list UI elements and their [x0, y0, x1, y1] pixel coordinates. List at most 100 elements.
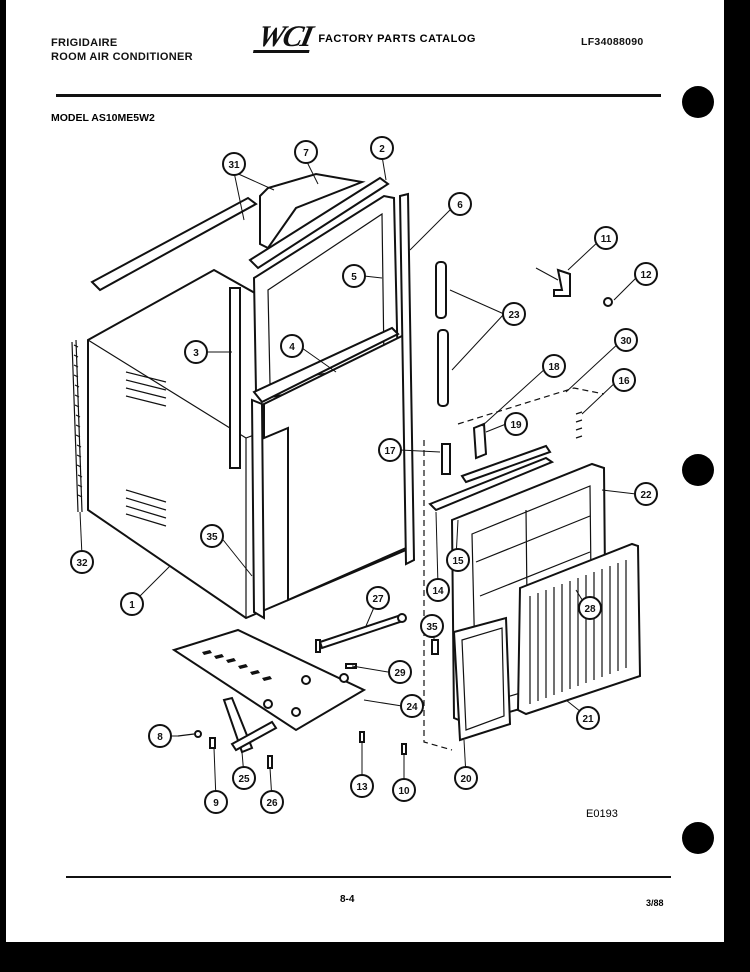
callout-22: 22: [634, 482, 658, 506]
model-number: MODEL AS10ME5W2: [51, 112, 155, 124]
svg-text:8: 8: [157, 732, 163, 743]
svg-text:18: 18: [548, 362, 560, 373]
svg-text:30: 30: [620, 336, 632, 347]
callout-15: 15: [446, 548, 470, 572]
callout-28: 28: [578, 596, 602, 620]
svg-text:12: 12: [640, 270, 652, 281]
callout-16: 16: [612, 368, 636, 392]
callout-35-side: 35: [200, 524, 224, 548]
callout-4: 4: [280, 334, 304, 358]
callout-35-front: 35: [420, 614, 444, 638]
part-6-side-seal: [398, 192, 416, 566]
assembly-outline: [423, 387, 605, 751]
binder-hole-middle: [682, 454, 714, 486]
header-rule: [56, 94, 661, 97]
callout-2: 2: [370, 136, 394, 160]
catalog-logo: WCI FACTORY PARTS CATALOG: [252, 20, 476, 53]
part-23-seal-tubes: [435, 261, 449, 407]
callout-25: 25: [232, 766, 256, 790]
svg-text:7: 7: [303, 148, 309, 159]
drawing-code: E0193: [586, 808, 618, 820]
svg-text:9: 9: [213, 798, 219, 809]
callout-26: 26: [260, 790, 284, 814]
callout-1: 1: [120, 592, 144, 616]
callout-23: 23: [502, 302, 526, 326]
svg-text:35: 35: [426, 622, 438, 633]
svg-text:1: 1: [129, 600, 135, 611]
part-11-mount-bracket: [535, 267, 571, 297]
callout-19: 19: [504, 412, 528, 436]
svg-text:29: 29: [394, 668, 406, 679]
callout-14: 14: [426, 578, 450, 602]
callout-17: 17: [378, 438, 402, 462]
footer-rule: [66, 876, 671, 878]
catalog-title: FACTORY PARTS CATALOG: [318, 32, 476, 45]
callout-7: 7: [294, 140, 318, 164]
svg-text:4: 4: [289, 342, 295, 353]
svg-text:10: 10: [398, 786, 410, 797]
callout-8: 8: [148, 724, 172, 748]
part-7-bracket: [259, 172, 366, 250]
exploded-parts-diagram: 31 7 2 6 5 3 4 23 11 12 18 30 16 19 17 2…: [70, 136, 658, 814]
svg-text:6: 6: [457, 200, 463, 211]
svg-text:35: 35: [206, 532, 218, 543]
callout-31: 31: [222, 152, 246, 176]
revision-date: 3/88: [646, 898, 664, 908]
catalog-number: LF34088090: [581, 36, 644, 48]
part-screws: [177, 639, 439, 769]
callout-13: 13: [350, 774, 374, 798]
svg-text:15: 15: [452, 556, 464, 567]
callout-3: 3: [184, 340, 208, 364]
svg-text:20: 20: [460, 774, 472, 785]
svg-text:16: 16: [618, 376, 630, 387]
part-17-clip: [441, 443, 451, 475]
svg-text:31: 31: [228, 160, 240, 171]
product-name: ROOM AIR CONDITIONER: [51, 51, 193, 63]
part-25-support-leg: [222, 696, 278, 754]
svg-text:17: 17: [384, 446, 396, 457]
svg-text:28: 28: [584, 604, 596, 615]
svg-text:2: 2: [379, 144, 385, 155]
svg-text:22: 22: [640, 490, 652, 501]
callout-20: 20: [454, 766, 478, 790]
svg-text:23: 23: [508, 310, 520, 321]
callout-21: 21: [576, 706, 600, 730]
part-12-screw: [603, 297, 613, 307]
callout-11: 11: [594, 226, 618, 250]
svg-text:14: 14: [432, 586, 444, 597]
header-left: FRIGIDAIRE ROOM AIR CONDITIONER: [51, 36, 193, 64]
part-2-top-rail: [248, 176, 390, 270]
callout-27: 27: [366, 586, 390, 610]
svg-text:3: 3: [193, 348, 199, 359]
binder-hole-bottom: [682, 822, 714, 854]
brand-name: FRIGIDAIRE: [51, 37, 118, 49]
parts-catalog-page: FRIGIDAIRE ROOM AIR CONDITIONER WCI FACT…: [6, 0, 724, 942]
svg-text:19: 19: [510, 420, 522, 431]
callout-6: 6: [448, 192, 472, 216]
svg-text:32: 32: [76, 558, 88, 569]
svg-text:13: 13: [356, 782, 368, 793]
binder-hole-top: [682, 86, 714, 118]
page-number: 8-4: [340, 894, 355, 905]
part-21-grille: [516, 542, 642, 716]
svg-text:5: 5: [351, 272, 357, 283]
svg-text:25: 25: [238, 774, 250, 785]
part-19-clip: [472, 422, 488, 460]
callout-32: 32: [70, 550, 94, 574]
part-24-base-plate: [171, 628, 367, 732]
svg-text:21: 21: [582, 714, 594, 725]
svg-text:11: 11: [601, 234, 612, 245]
leader-lines: [79, 155, 641, 801]
callout-9: 9: [204, 790, 228, 814]
callout-12: 12: [634, 262, 658, 286]
part-20-inner-frame: [452, 616, 512, 742]
callout-30: 30: [614, 328, 638, 352]
callout-29: 29: [388, 660, 412, 684]
part-14-front-strip: [428, 444, 555, 512]
callout-10: 10: [392, 778, 416, 802]
svg-text:24: 24: [406, 702, 418, 713]
callout-5: 5: [342, 264, 366, 288]
part-32-side-strip: [71, 339, 83, 513]
callout-18: 18: [542, 354, 566, 378]
part-3-side-rail: [229, 287, 241, 469]
